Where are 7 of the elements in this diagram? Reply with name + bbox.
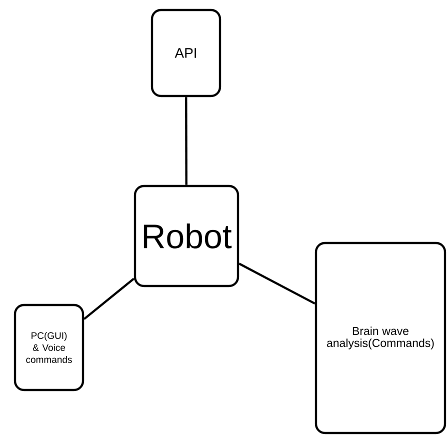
central-box: Robot [134,184,240,288]
connector-line [185,97,188,185]
connector-line [238,262,316,305]
process-box: PC(GUI) & Voice commands [14,304,84,392]
connector-line [83,278,135,320]
process-box: API [150,8,222,98]
process-box: Brain wave analysis(Commands) [314,242,446,434]
